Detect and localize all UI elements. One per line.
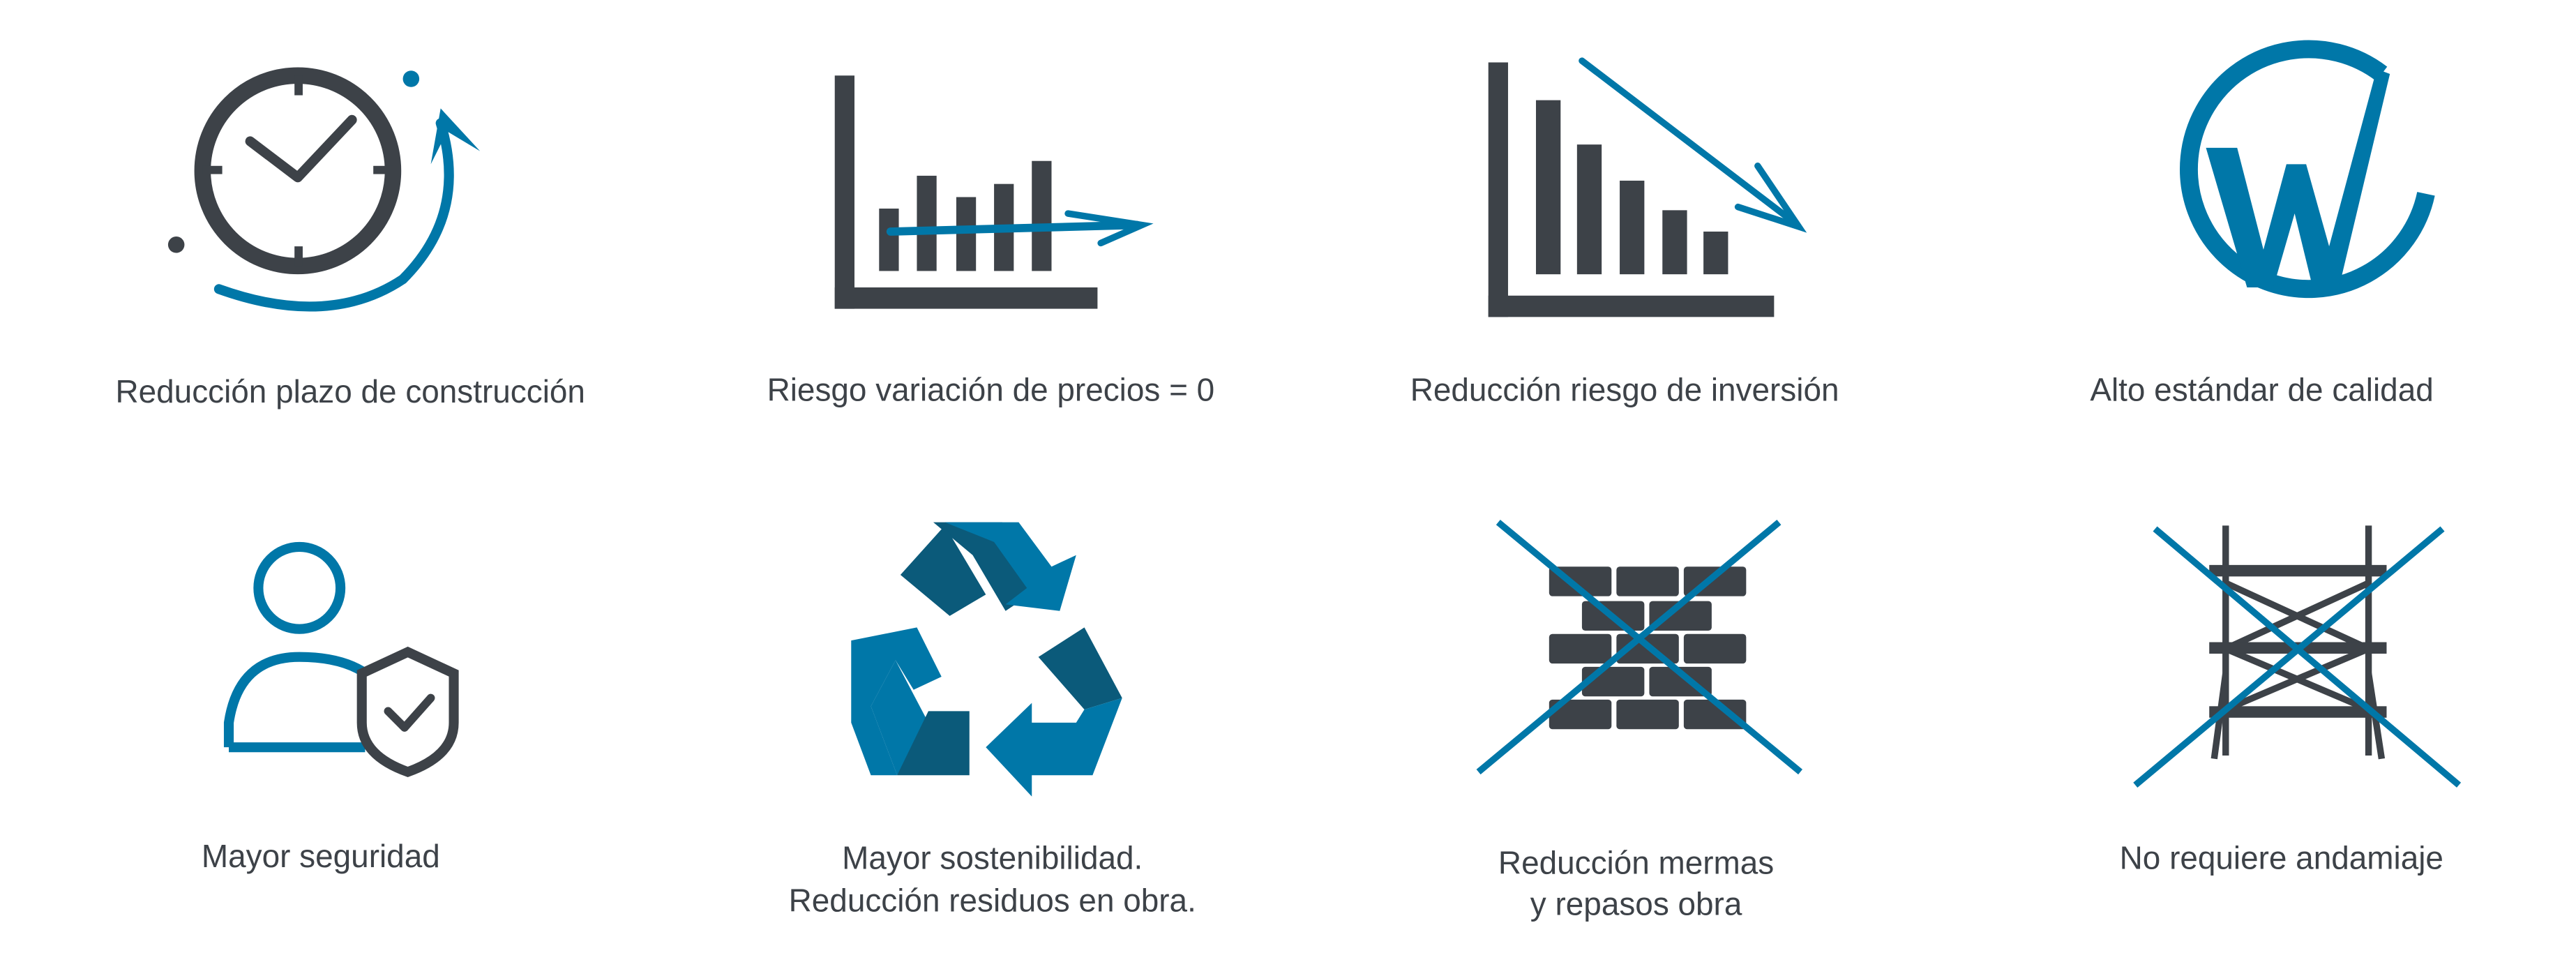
recycle-icon <box>851 522 1122 797</box>
feature-label: No requiere andamiaje <box>2120 839 2443 876</box>
feature-label: Mayor sostenibilidad. <box>842 839 1143 876</box>
crossed-brick-wall-icon <box>1476 520 1803 775</box>
clock-icon <box>167 67 481 312</box>
feature-label: y repasos obra <box>1530 885 1742 922</box>
declining-chart-icon <box>1488 57 1807 317</box>
feature-label: Reducción riesgo de inversión <box>1410 371 1839 407</box>
feature-label: Reducción mermas <box>1498 844 1774 880</box>
feature-label: Alto estándar de calidad <box>2090 371 2433 407</box>
crossed-scaffold-icon <box>2133 525 2462 788</box>
flat-price-chart-icon <box>834 75 1154 309</box>
feature-label: Riesgo variación de precios = 0 <box>767 371 1215 407</box>
user-shield-icon <box>223 541 459 777</box>
feature-label: Reducción plazo de construcción <box>115 373 585 410</box>
w-quality-logo-icon <box>2180 40 2435 299</box>
feature-label: Mayor seguridad <box>202 838 440 874</box>
feature-label: Reducción residuos en obra. <box>789 882 1196 919</box>
